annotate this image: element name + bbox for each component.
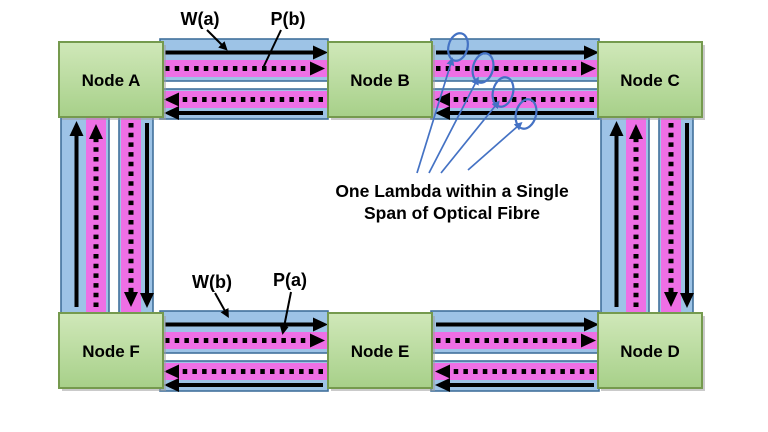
bottom-span-labels: W(b) P(a) [192, 270, 307, 335]
span-node-c-node-d [601, 117, 693, 313]
lambda-callout: One Lambda within a Single Span of Optic… [335, 32, 569, 223]
node-box [327, 312, 433, 389]
span-node-b-node-c [431, 39, 599, 119]
node-box [58, 312, 164, 389]
protection-a-label: P(a) [273, 270, 307, 290]
node-label: Node E [351, 342, 410, 361]
protection-a-pointer-arrow [279, 291, 292, 335]
node-box [327, 41, 433, 118]
node-box [58, 41, 164, 118]
node-b: Node B [327, 41, 435, 120]
callout-text-line1: One Lambda within a Single [335, 181, 569, 201]
node-label: Node C [620, 71, 680, 90]
working-a-pointer-arrow [206, 29, 228, 51]
callout-line [467, 122, 523, 171]
node-box [597, 41, 703, 118]
callout-line [416, 57, 455, 174]
node-a: Node A [58, 41, 166, 120]
callout-line [428, 76, 479, 174]
callout-line [440, 100, 500, 174]
protection-b-label: P(b) [271, 9, 306, 29]
node-label: Node F [82, 342, 140, 361]
span-node-e-node-d [431, 311, 599, 391]
node-d: Node D [597, 312, 705, 391]
node-f: Node F [58, 312, 166, 391]
span-node-f-node-e [160, 311, 328, 391]
node-e: Node E [327, 312, 435, 391]
callout-text-line2: Span of Optical Fibre [364, 203, 540, 223]
node-box [597, 312, 703, 389]
working-b-pointer-arrow [214, 292, 229, 318]
top-span-labels: W(a) P(b) [181, 9, 306, 69]
lambda-ellipse-icon [447, 32, 469, 62]
node-label: Node A [82, 71, 141, 90]
span-node-a-node-f [61, 117, 153, 313]
lambda-ellipse-icon [471, 52, 495, 84]
node-c: Node C [597, 41, 705, 120]
working-a-label: W(a) [181, 9, 220, 29]
working-b-label: W(b) [192, 272, 232, 292]
protection-b-pointer-line [262, 29, 282, 69]
node-label: Node D [620, 342, 680, 361]
node-label: Node B [350, 71, 410, 90]
span-node-a-node-b [160, 39, 328, 119]
